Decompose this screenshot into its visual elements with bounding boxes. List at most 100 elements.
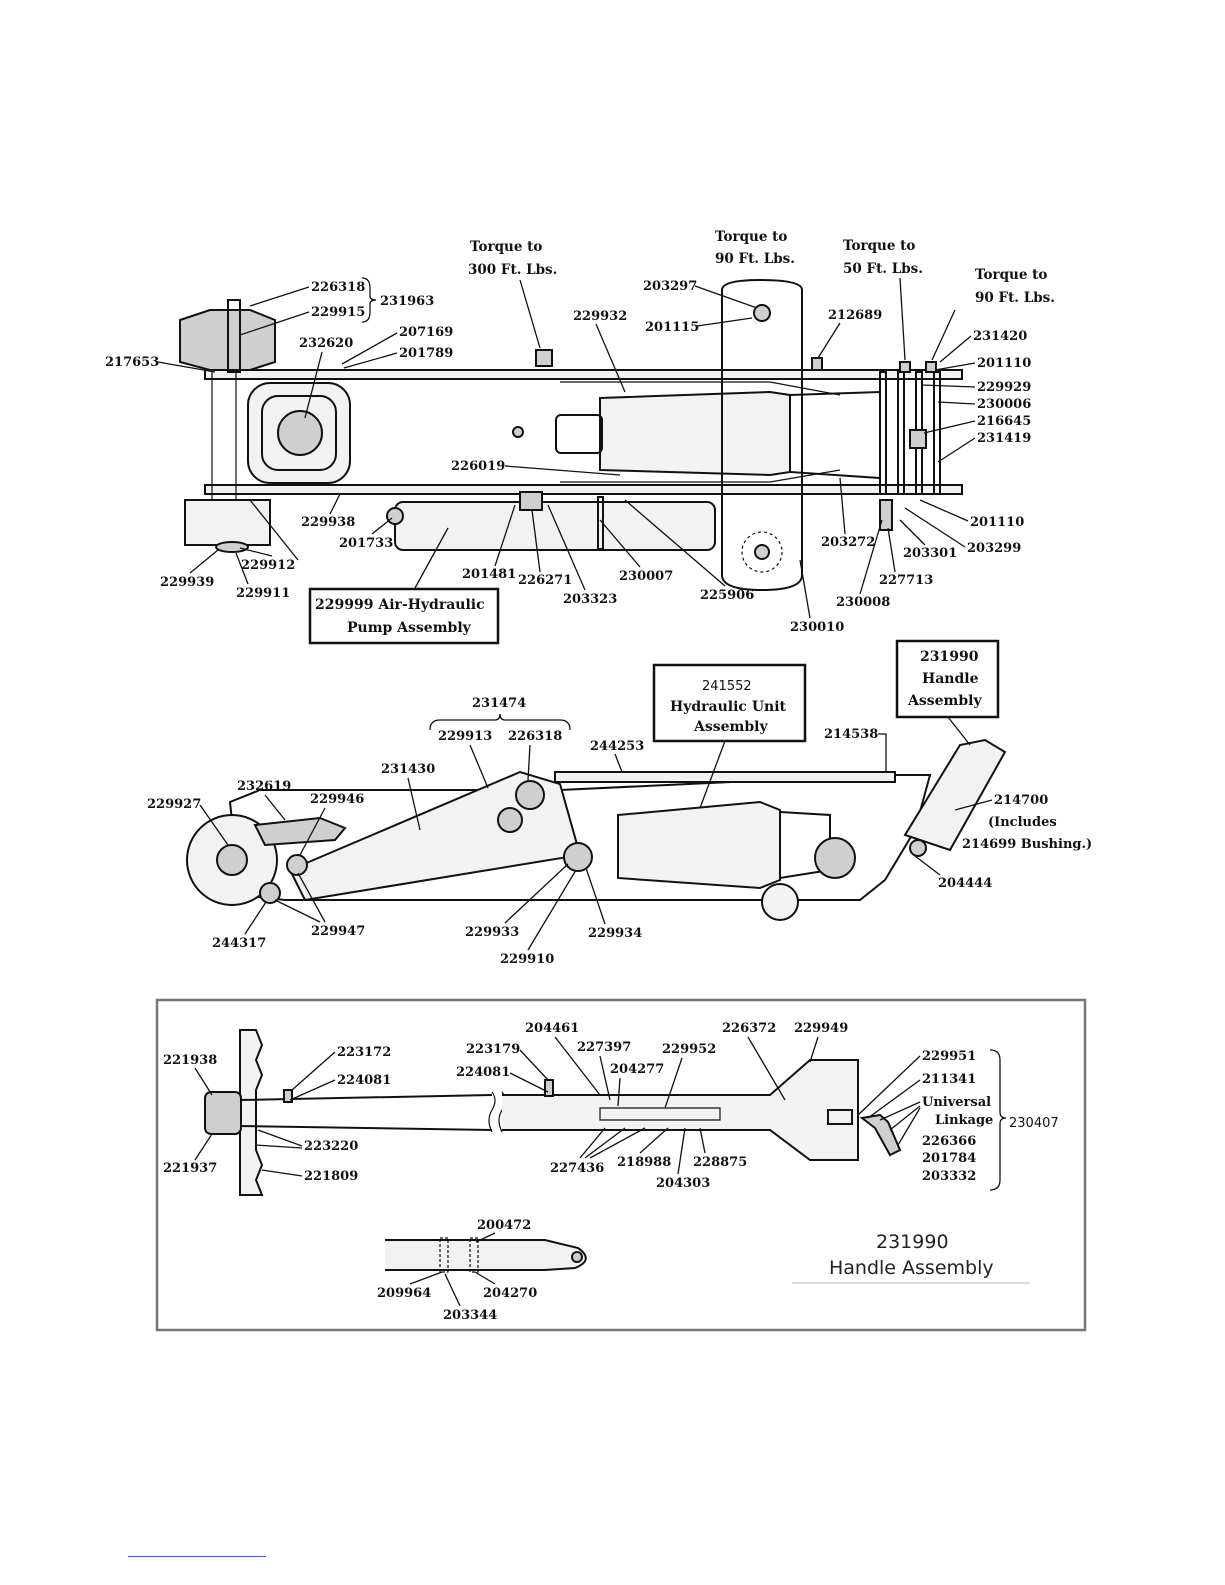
label-203323: 203323 [563, 592, 617, 607]
label-231430: 231430 [381, 762, 435, 777]
bolt-212689 [811, 357, 823, 371]
rear-plate-1 [879, 371, 887, 495]
ring-1 [439, 1237, 449, 1273]
hydraulic-unit-top [599, 390, 791, 477]
pin-229933 [563, 842, 593, 872]
label-204277: 204277 [610, 1062, 664, 1077]
label-204444: 204444 [938, 876, 992, 891]
leader-229946 [299, 807, 326, 856]
leader-229912-a [249, 499, 299, 561]
label-218988: 218988 [617, 1155, 671, 1170]
torque-300-line2: 300 Ft. Lbs. [468, 262, 557, 278]
leader-227713 [887, 527, 896, 573]
label-201110-top: 201110 [977, 356, 1031, 371]
label-209964: 209964 [377, 1286, 431, 1301]
side-view: 241552 Hydraulic Unit Assembly 231990 Ha… [147, 639, 1092, 967]
label-214538: 214538 [824, 727, 878, 742]
leader-201110-bottom [919, 499, 969, 522]
label-221938: 221938 [163, 1053, 217, 1068]
label-232620: 232620 [299, 336, 353, 351]
leader-218988 [639, 1127, 669, 1154]
saddle-232619 [253, 816, 347, 847]
label-229946: 229946 [310, 792, 364, 807]
leader-torque-50 [899, 277, 906, 361]
label-225906: 225906 [700, 588, 754, 603]
saddle-pad [277, 410, 323, 456]
ram-end [555, 414, 603, 454]
pin-244317 [259, 882, 281, 904]
label-227397: 227397 [577, 1040, 631, 1055]
leader-221937 [194, 1133, 213, 1161]
leader-229947-a [297, 872, 326, 923]
leader-universal-b [889, 1105, 921, 1131]
inner-spring [599, 1107, 721, 1121]
leader-229947-b [274, 899, 321, 923]
handle-detail-frame [155, 998, 1087, 1332]
leader-221938 [194, 1067, 213, 1096]
leader-223179 [519, 1049, 549, 1081]
torque-50-line2: 50 Ft. Lbs. [843, 261, 923, 277]
pump-box-line1: 229999 Air-Hydraulic [315, 597, 485, 613]
torque-90b-line2: 90 Ft. Lbs. [975, 290, 1055, 306]
label-226318-side: 226318 [508, 729, 562, 744]
label-200472: 200472 [477, 1218, 531, 1233]
leader-225906 [624, 499, 726, 587]
leader-229911 [235, 552, 249, 585]
torque-300-line1: Torque to [470, 239, 542, 255]
pump-box-line2: Pump Assembly [347, 620, 472, 636]
label-229912: 229912 [241, 558, 295, 573]
side-front-hub [216, 844, 248, 876]
upright-wheel-dashed [741, 531, 783, 573]
side-handle-pivot [909, 839, 927, 857]
lift-arm-231430 [288, 770, 582, 902]
caption-number: 231990 [876, 1231, 949, 1253]
pin-arm [497, 807, 523, 833]
leader-226318-top [249, 286, 310, 307]
break-left [488, 1091, 496, 1133]
rear-plate-4 [933, 371, 941, 495]
leader-227436-a [579, 1127, 606, 1159]
leader-223220-a [257, 1129, 303, 1147]
leader-229952 [664, 1057, 683, 1109]
side-handle [903, 738, 1007, 852]
label-223172: 223172 [337, 1045, 391, 1060]
label-203344: 203344 [443, 1308, 497, 1323]
leader-201110-top [934, 362, 976, 371]
leader-201481 [494, 504, 516, 567]
label-229938: 229938 [301, 515, 355, 530]
leader-224081-right [509, 1072, 549, 1093]
leader-204444 [914, 855, 941, 876]
label-203297: 203297 [643, 279, 697, 294]
leader-228875 [699, 1127, 706, 1154]
label-226318-top: 226318 [311, 280, 365, 295]
leader-201115 [696, 317, 753, 327]
caption-title: Handle Assembly [829, 1257, 994, 1279]
label-201784: 201784 [922, 1151, 976, 1166]
handle-box-line2: Assembly [907, 693, 982, 709]
label-211341: 211341 [922, 1072, 976, 1087]
label-229949: 229949 [794, 1021, 848, 1036]
ring-2 [469, 1237, 479, 1273]
end-cap-221937 [204, 1091, 242, 1135]
label-230008: 230008 [836, 595, 890, 610]
label-224081-left: 224081 [337, 1073, 391, 1088]
label-217653: 217653 [105, 355, 159, 370]
label-203301: 203301 [903, 546, 957, 561]
leader-203272 [839, 477, 846, 535]
pin-229946 [286, 854, 308, 876]
leader-216645 [923, 420, 976, 434]
handle-assembly-box [895, 639, 1000, 719]
hydraulic-box-line2: Assembly [693, 719, 768, 735]
label-214700: 214700 [994, 793, 1048, 808]
leader-230008 [859, 519, 883, 595]
label-203332: 203332 [922, 1169, 976, 1184]
leader-211341 [867, 1079, 921, 1119]
label-229911: 229911 [236, 586, 290, 601]
label-229913: 229913 [438, 729, 492, 744]
label-230407: 230407 [1009, 1116, 1059, 1131]
wheel-pin [227, 299, 241, 373]
lower-frame-rail [204, 484, 963, 495]
leader-244253 [614, 753, 623, 773]
leader-209964 [409, 1271, 443, 1285]
